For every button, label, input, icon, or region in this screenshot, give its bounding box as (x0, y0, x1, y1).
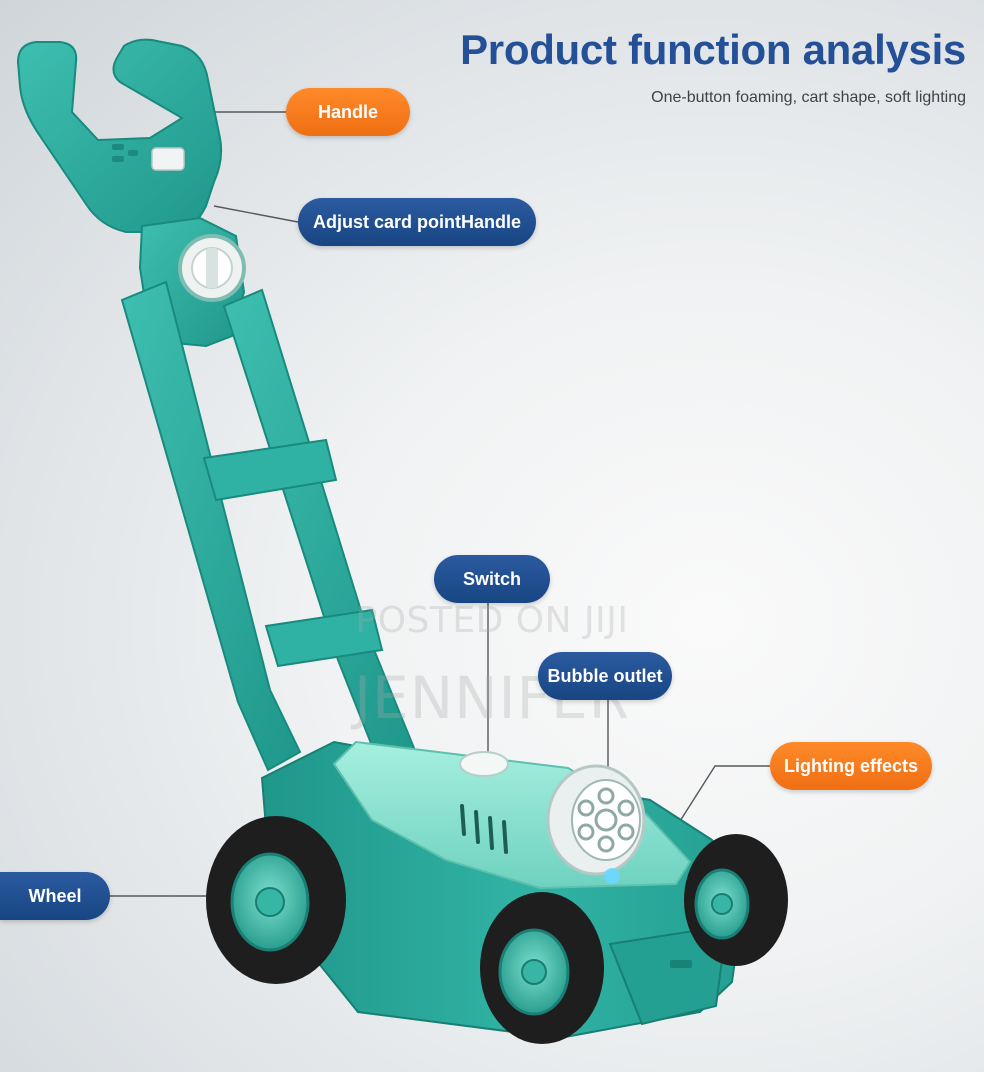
callout-lines (110, 111, 770, 897)
vent-slots (460, 804, 508, 854)
label-lighting-effects: Lighting effects (770, 742, 932, 790)
line-lighting (667, 765, 770, 841)
adjust-clip (151, 147, 185, 171)
light-led (604, 868, 620, 884)
rail-brace-upper (202, 438, 338, 502)
rail-brace-lower (264, 608, 384, 668)
label-wheel-text: Wheel (28, 885, 82, 906)
frame-rails (120, 280, 416, 772)
bubble-outlet-wand (546, 764, 646, 876)
label-lighting-text: Lighting effects (784, 755, 918, 776)
label-switch: Switch (434, 555, 550, 603)
deck-front-panel (608, 928, 726, 1026)
line-adjust (213, 205, 299, 223)
handle-grip (16, 38, 223, 233)
label-adjust-text: Adjust card pointHandle (312, 211, 521, 232)
label-wheel: Wheel (0, 872, 110, 920)
label-switch-text: Switch (462, 568, 521, 589)
mower-deck (260, 740, 746, 1040)
label-adjust-card-point-handle: Adjust card pointHandle (298, 198, 536, 246)
left-rail (120, 280, 302, 772)
page-title: Product function analysis (460, 26, 966, 73)
label-handle: Handle (286, 88, 410, 136)
label-bubble-outlet-text: Bubble outlet (547, 665, 663, 686)
label-bubble-outlet: Bubble outlet (538, 652, 672, 700)
rear-left-wheel (206, 816, 346, 984)
front-left-wheel (480, 892, 604, 1044)
switch-button (459, 751, 509, 777)
page-subtitle: One-button foaming, cart shape, soft lig… (651, 89, 966, 106)
label-handle-text: Handle (317, 101, 378, 122)
rear-right-wheel (684, 834, 788, 966)
